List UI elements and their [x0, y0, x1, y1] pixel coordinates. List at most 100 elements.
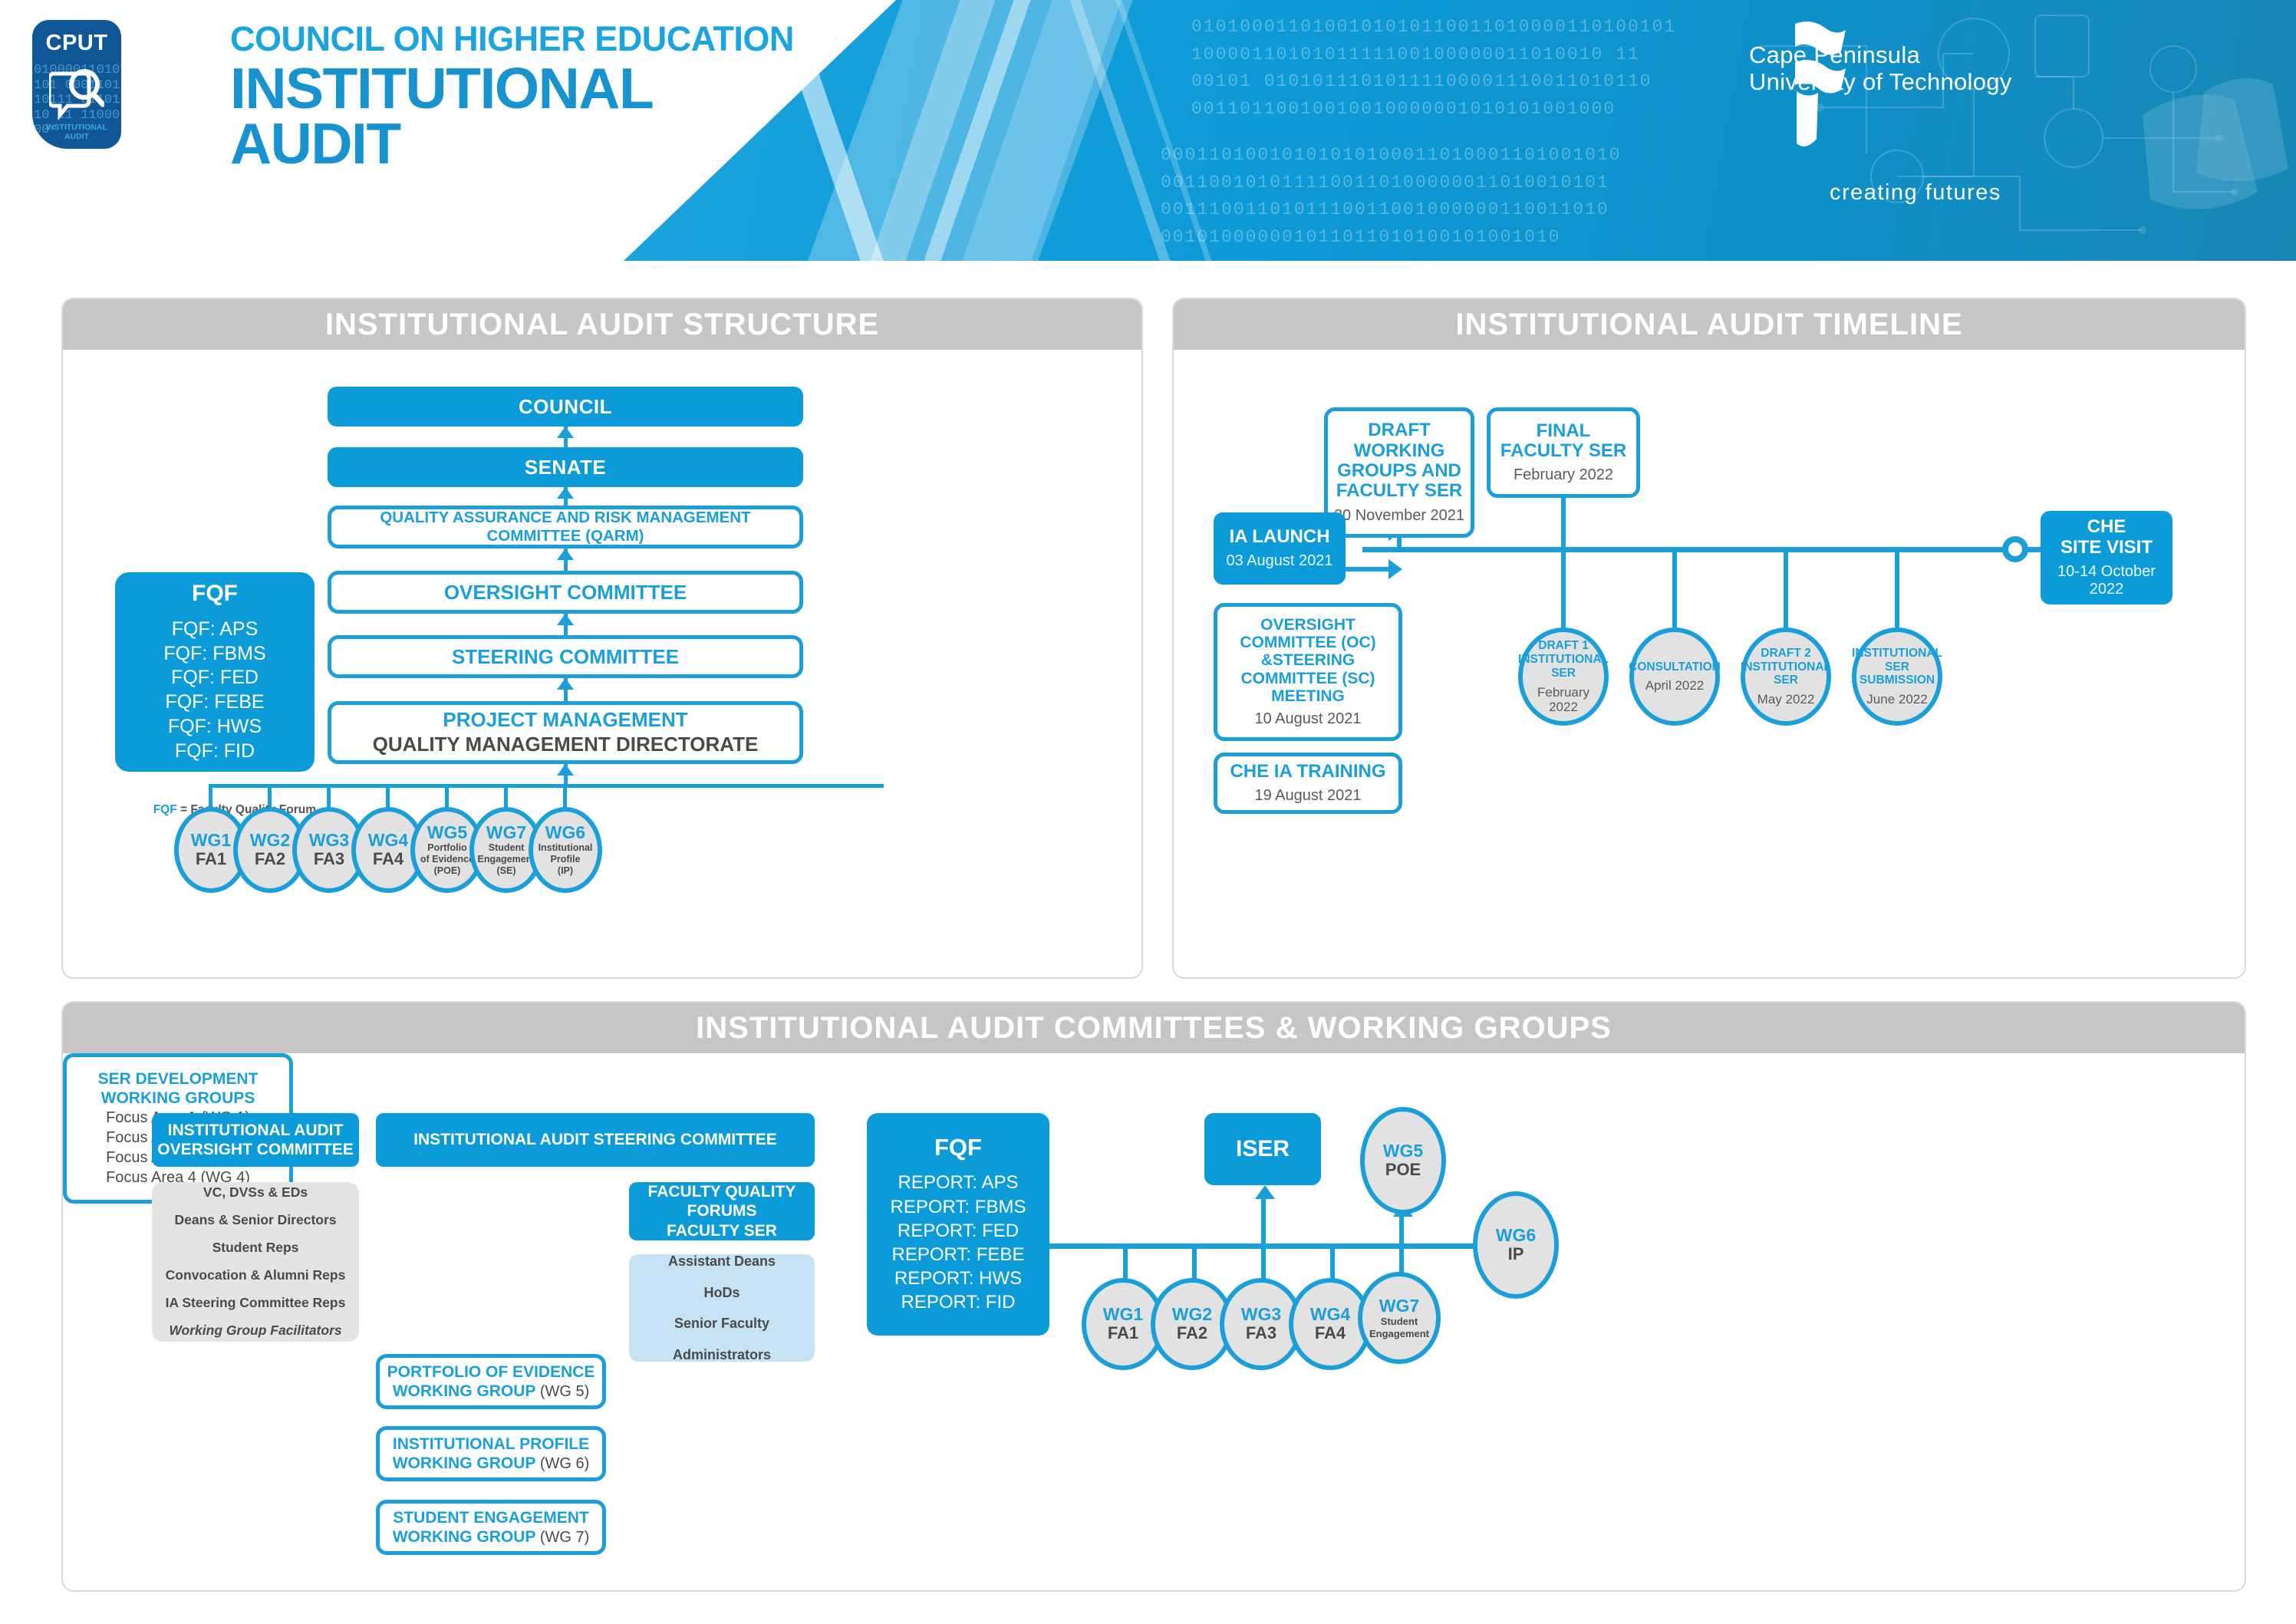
structure-box-fqf[interactable]: FQF FQF: APS FQF: FBMS FQF: FED FQF: FEB… [115, 572, 315, 772]
connector-line [386, 784, 390, 809]
timeline-box-ia-launch[interactable]: IA LAUNCH 03 August 2021 [1214, 512, 1346, 585]
connector-line [445, 784, 449, 809]
structure-box-project-management[interactable]: PROJECT MANAGEMENT QUALITY MANAGEMENT DI… [328, 701, 803, 764]
structure-box-steering-committee[interactable]: STEERING COMMITTEE [328, 635, 803, 678]
working-group-code: WG6 [1495, 1225, 1537, 1246]
up-arrow-icon [557, 427, 574, 438]
working-group-sub: POE [1385, 1160, 1421, 1180]
connector-line [1399, 1213, 1404, 1245]
panel-structure-title: INSTITUTIONAL AUDIT STRUCTURE [324, 307, 880, 341]
cput-wave-mark-icon [1795, 21, 1846, 147]
fqf-item: FQF: FEBE [165, 691, 265, 713]
working-group-code: WG7 [1379, 1296, 1420, 1316]
timeline-box-che-ia-training[interactable]: CHE IA TRAINING 19 August 2021 [1214, 753, 1402, 814]
connector-line [1397, 538, 1402, 552]
connector-line [1561, 498, 1566, 552]
university-tagline: creating futures [1830, 180, 2001, 205]
fqf-report-item: REPORT: FBMS [890, 1196, 1026, 1217]
fqf-big-items: REPORT: APS REPORT: FBMS REPORT: FED REP… [891, 1171, 1026, 1314]
connector-line [1192, 1244, 1197, 1282]
header-title-line2: INSTITUTIONAL [230, 56, 654, 120]
timeline-spine [1362, 547, 2068, 552]
timeline-end-dot [2002, 536, 2028, 562]
binary-decor-text: 0101000110100101010110011010000110100101… [1191, 17, 1677, 119]
right-arrow-icon [1388, 559, 1402, 579]
structure-box-qarm[interactable]: QUALITY ASSURANCE AND RISK MANAGEMENT CO… [328, 506, 803, 548]
connector-line [268, 784, 272, 809]
milestone-date: June 2022 [1866, 692, 1928, 707]
fqf-member: Senior Faculty Administrators [672, 1316, 772, 1362]
fqf-member: HoDs [703, 1284, 740, 1300]
structure-box-oversight-committee[interactable]: OVERSIGHT COMMITTEE [328, 571, 803, 614]
bottom-fqf-box[interactable]: FQF REPORT: APS REPORT: FBMS REPORT: FED… [867, 1113, 1049, 1336]
iser-label: ISER [1235, 1136, 1290, 1161]
connector-line [1895, 547, 1899, 630]
iser-box[interactable]: ISER [1204, 1113, 1321, 1185]
up-arrow-icon [557, 678, 574, 690]
working-group-code: WG5 [427, 822, 468, 842]
working-group-code: WG3 [308, 830, 350, 851]
timeline-box-date: 10 August 2021 [1254, 710, 1362, 727]
header-title-line3: AUDIT [230, 111, 401, 176]
connector-line [1672, 547, 1677, 630]
fqf-report-item: REPORT: APS [898, 1172, 1019, 1194]
bottom-circle-wg6[interactable]: WG6 IP [1473, 1191, 1559, 1299]
bottom-circle-wg5[interactable]: WG5 POE [1360, 1107, 1446, 1214]
oversight-member: Convocation & Alumni Reps [165, 1267, 346, 1283]
oversight-member: VC, DVSs & EDs [203, 1184, 308, 1201]
up-arrow-icon [557, 764, 574, 776]
fqf-big-title: FQF [934, 1134, 982, 1161]
fqf-item: FQF: HWS [167, 715, 262, 737]
working-group-code: WG1 [190, 830, 232, 851]
working-group-sub: IP [1507, 1244, 1524, 1264]
committee-header-steering[interactable]: INSTITUTIONAL AUDIT STEERING COMMITTEE [376, 1113, 815, 1167]
fqf-report-item: REPORT: FEBE [891, 1244, 1025, 1265]
connector-line [1561, 547, 1566, 630]
structure-box-council[interactable]: COUNCIL [328, 387, 803, 427]
working-group-sub: FA3 [313, 849, 345, 869]
timeline-box-title: CHE IA TRAINING [1230, 760, 1386, 782]
circuit-hand-decor [1759, 15, 2288, 234]
fqf-report-item: REPORT: FID [901, 1292, 1016, 1313]
working-group-code: WG1 [1102, 1304, 1144, 1325]
bottom-circle-wg[interactable]: WG4 FA4 [1289, 1278, 1372, 1370]
wg-box-number: (WG 5) [539, 1383, 590, 1400]
connector-line [1261, 1195, 1266, 1245]
timeline-milestone-circle[interactable]: CONSULTATION April 2022 [1629, 628, 1721, 726]
header-blue-banner: 0101000110100101010110011010000110100101… [624, 0, 2296, 261]
panel-committees-header: INSTITUTIONAL AUDIT COMMITTEES & WORKING… [63, 1003, 2245, 1053]
wg-box-number: (WG 7) [539, 1529, 590, 1546]
timeline-box-date: 03 August 2021 [1226, 552, 1333, 570]
structure-box-senate[interactable]: SENATE [328, 447, 803, 487]
connector-line [504, 784, 508, 809]
working-group-code: WG4 [1309, 1304, 1351, 1325]
legend-key: FQF [153, 803, 177, 816]
cput-university-logo: Cape Peninsula University of Technology … [1749, 21, 2012, 205]
